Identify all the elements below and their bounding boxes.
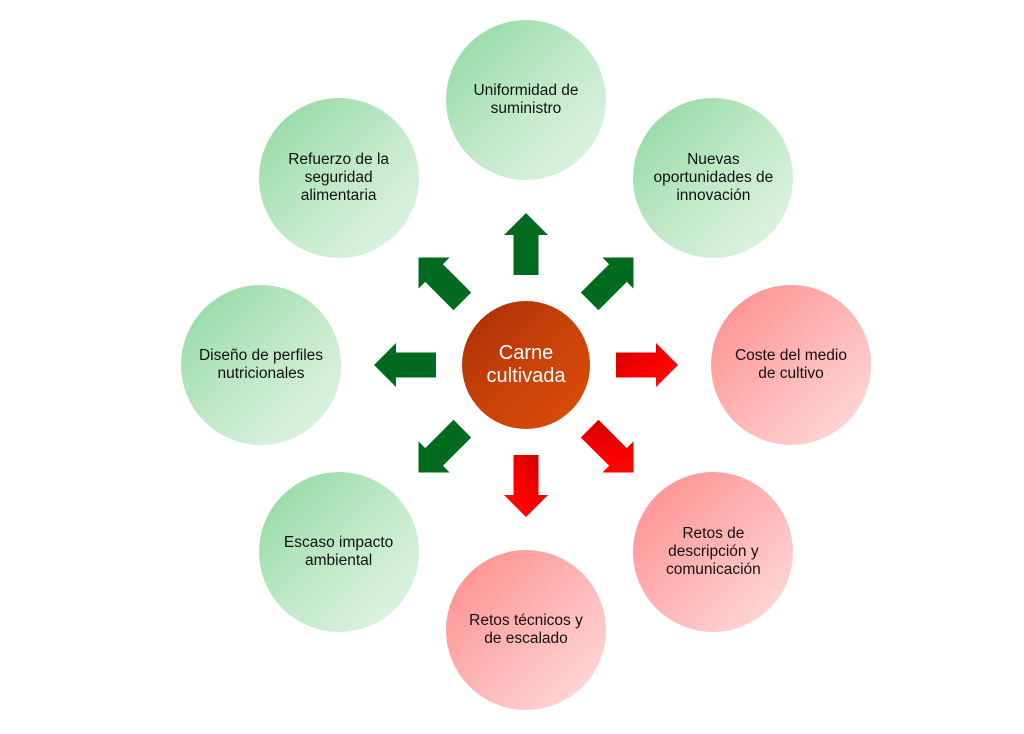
node-circle: Nuevas oportunidades de innovación	[633, 97, 794, 258]
arrow-right-icon	[616, 343, 678, 387]
arrow-left-icon	[374, 343, 436, 387]
center-label: Carne cultivada	[486, 342, 566, 387]
arrow-up-left-icon	[418, 257, 472, 311]
node-label: Uniformidad de suministro	[473, 82, 579, 117]
node-label: Retos de descripción y comunicación	[665, 525, 761, 579]
node-circle: Refuerzo de la seguridad alimentaria	[258, 97, 419, 258]
node-label: Diseño de perfiles nutricionales	[198, 347, 324, 382]
node-label: Refuerzo de la seguridad alimentaria	[288, 150, 390, 204]
center-circle: Carne cultivada	[462, 301, 590, 429]
arrow-down-icon	[504, 455, 548, 517]
arrow-up-icon	[504, 213, 548, 275]
node-circle: Escaso impacto ambiental	[258, 472, 419, 633]
node-label: Escaso impacto ambiental	[283, 534, 394, 570]
node-label: Nuevas oportunidades de innovación	[653, 150, 774, 204]
arrow-up-right-icon	[580, 257, 634, 311]
node-circle: Uniformidad de suministro	[446, 20, 606, 180]
node-circle: Coste del medio de cultivo	[711, 285, 871, 445]
node-label: Coste del medio de cultivo	[734, 347, 847, 382]
node-circle: Retos técnicos y de escalado	[446, 550, 606, 710]
node-label: Retos técnicos y de escalado	[469, 612, 583, 647]
arrow-down-right-icon	[580, 419, 634, 473]
node-circle: Diseño de perfiles nutricionales	[181, 285, 341, 445]
arrow-down-left-icon	[418, 419, 472, 473]
node-circle: Retos de descripción y comunicación	[633, 472, 794, 633]
